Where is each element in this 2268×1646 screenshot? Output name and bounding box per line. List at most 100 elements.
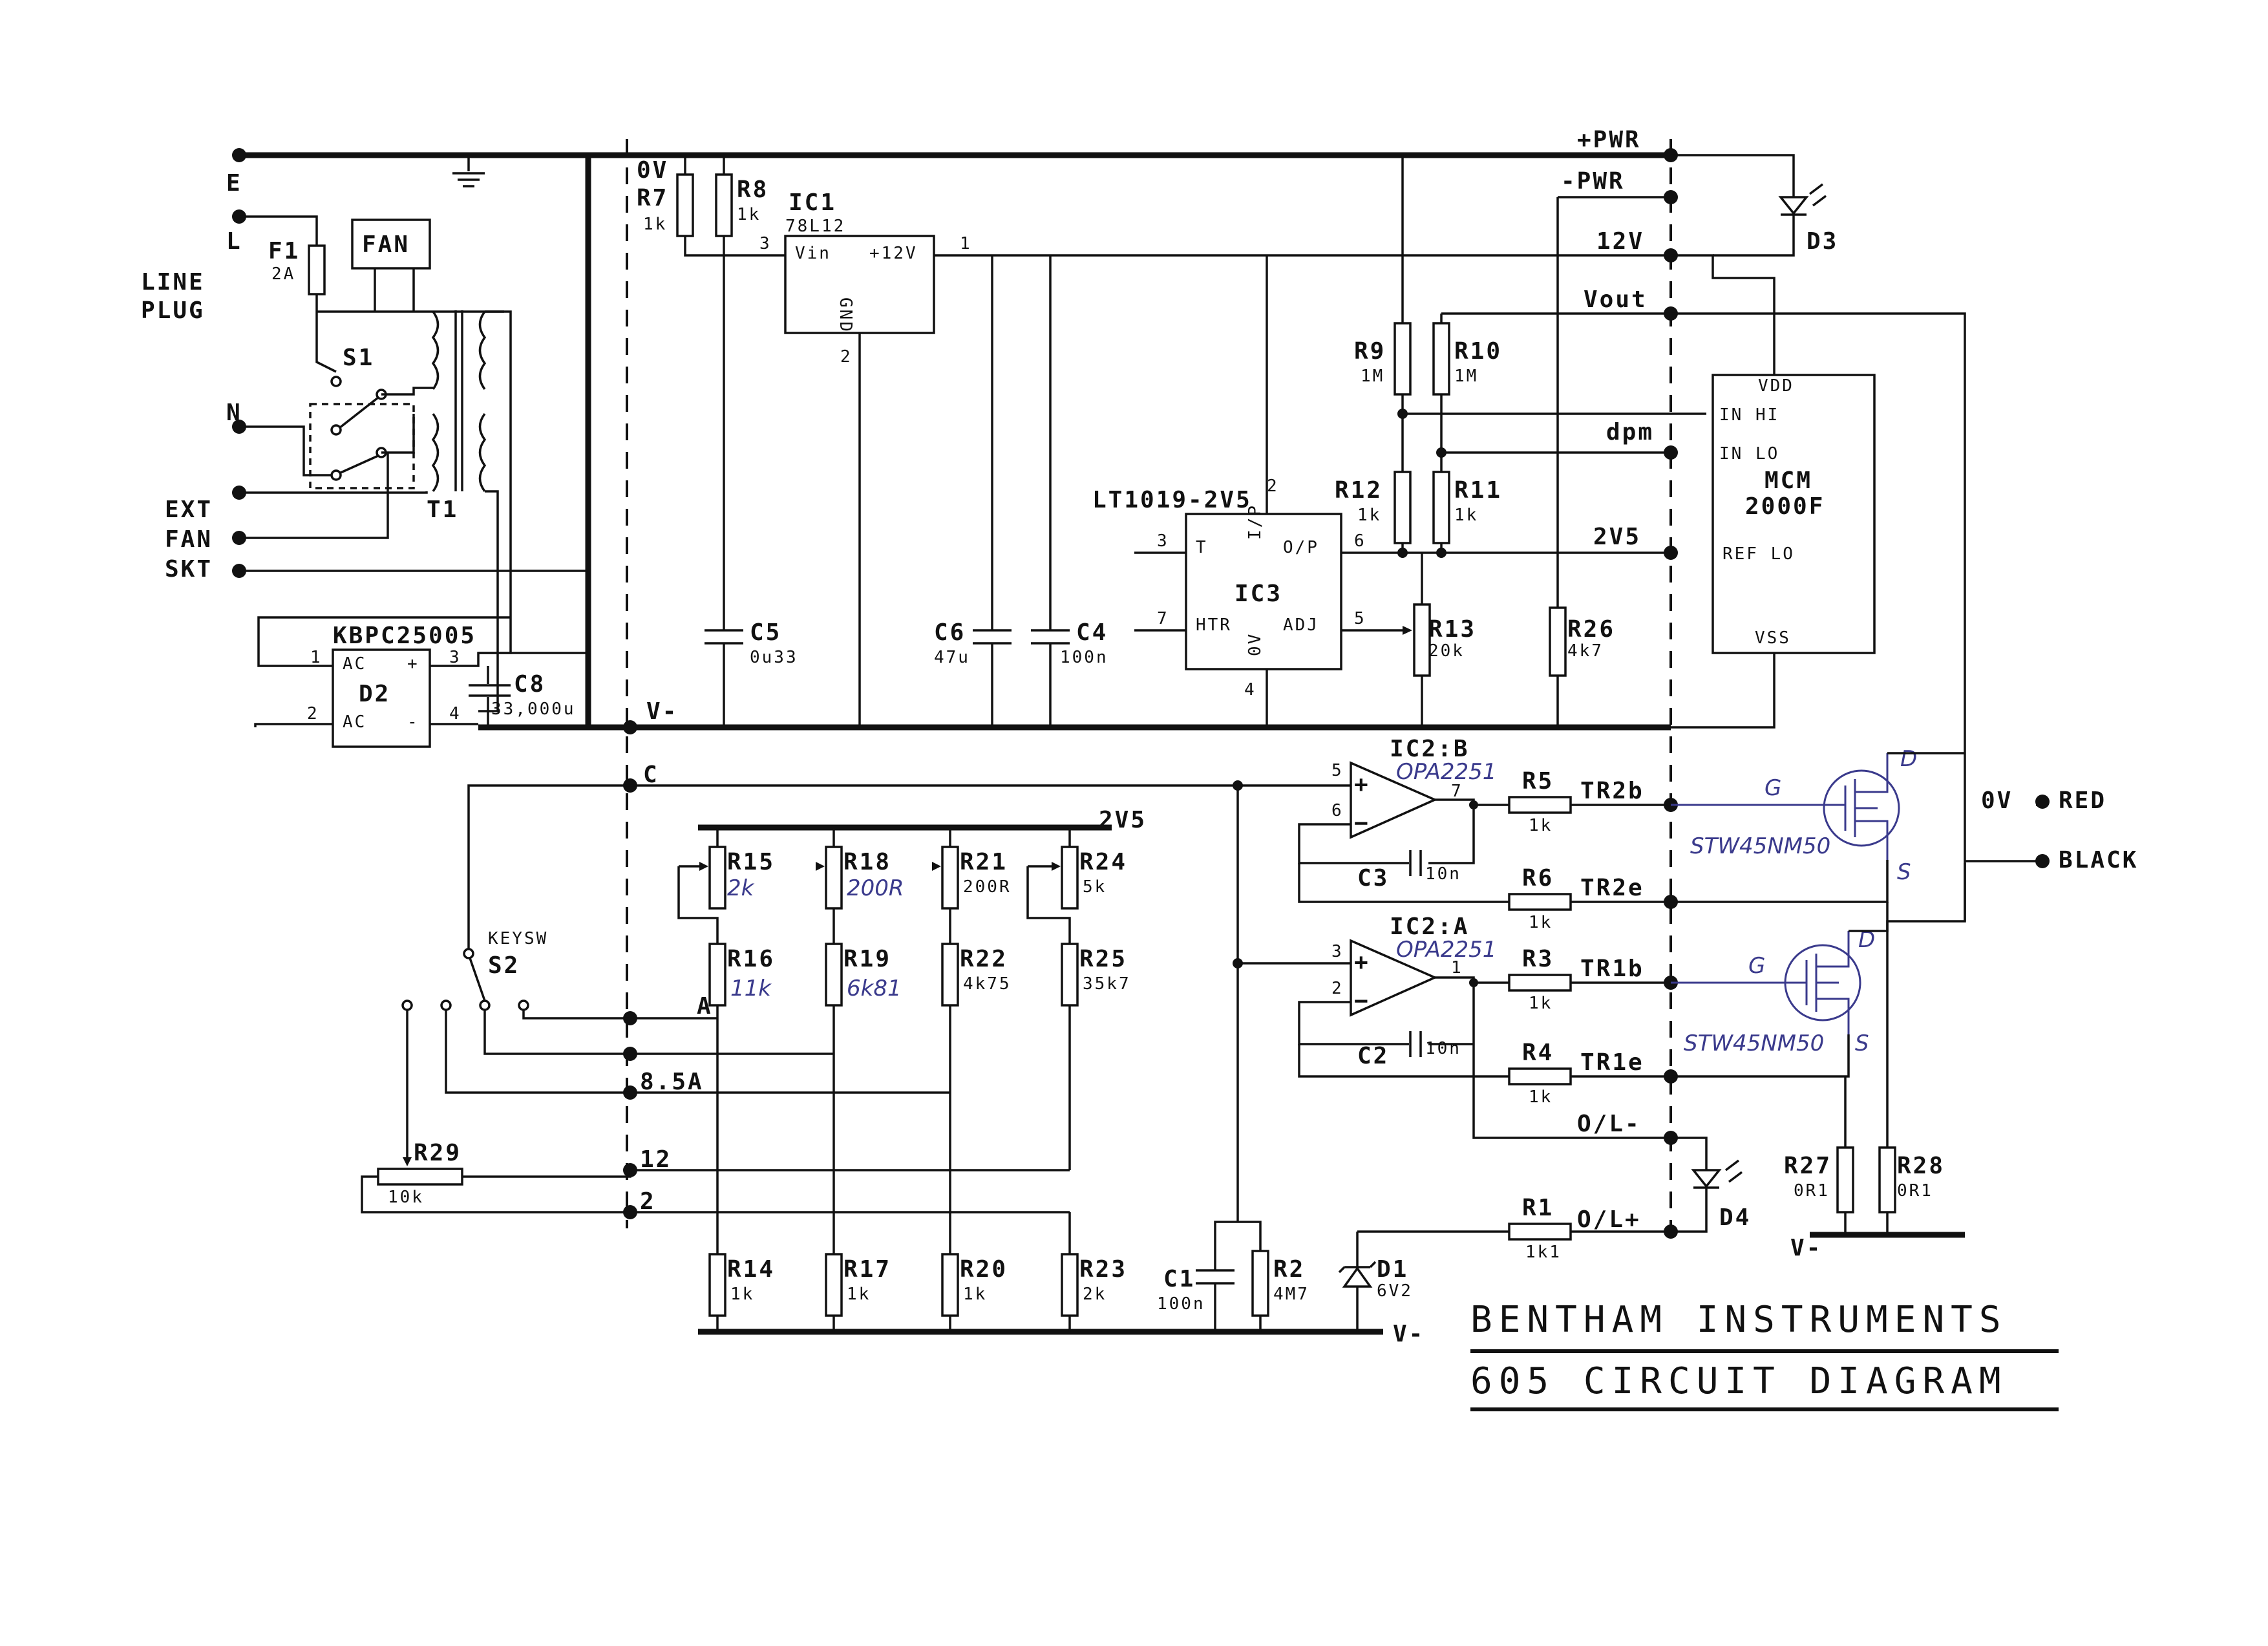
resistor-r9 <box>1394 322 1412 396</box>
svg-text:2k: 2k <box>727 875 755 901</box>
label-2v5-conn: 2V5 <box>1593 524 1641 550</box>
led-d4 <box>1691 1169 1722 1188</box>
svg-text:−: − <box>1354 810 1370 837</box>
label-a: A <box>697 993 713 1020</box>
potentiometer-r29 <box>377 1168 463 1186</box>
r11-name: R11 <box>1454 477 1502 504</box>
label-ol-plus: O/L+ <box>1577 1206 1641 1233</box>
label-v-minus-right: V- <box>1790 1235 1822 1261</box>
r13-value: 20k <box>1428 641 1465 661</box>
svg-text:C1: C1 <box>1163 1266 1195 1292</box>
svg-text:R29: R29 <box>414 1140 461 1166</box>
svg-text:4M7: 4M7 <box>1273 1285 1309 1304</box>
svg-text:R6: R6 <box>1522 865 1554 892</box>
svg-text:5: 5 <box>1354 609 1364 628</box>
label-skt: SKT <box>165 556 213 583</box>
key-switch-s2: KEYSW S2 <box>401 784 630 1157</box>
opamp-ic2a: IC2:A OPA2251 + − 3 2 1 C2 10n <box>1298 914 1671 1139</box>
svg-text:1k: 1k <box>847 1285 871 1304</box>
resistor-r17 <box>825 1253 843 1317</box>
label-tr1b: TR1b <box>1580 956 1644 982</box>
label-c: C <box>643 762 659 788</box>
resistor-r5 <box>1508 796 1572 814</box>
mosfet-top-part: STW45NM50 <box>1690 833 1830 859</box>
s2-keysw: KEYSW <box>488 929 548 948</box>
svg-text:1: 1 <box>1451 958 1461 978</box>
transformer-t1: T1 <box>427 310 487 523</box>
resistor-r2 <box>1251 1250 1269 1317</box>
svg-text:6k81: 6k81 <box>847 976 902 1001</box>
svg-text:R23: R23 <box>1079 1256 1127 1283</box>
mains-section: E L LINE PLUG N EXT FAN SKT F1 2A FAN S1 <box>141 148 588 712</box>
bridge-d2 <box>332 648 431 748</box>
svg-text:4: 4 <box>1244 680 1255 700</box>
r10-value: 1M <box>1454 367 1478 386</box>
svg-text:200R: 200R <box>847 875 904 901</box>
switch-s1 <box>338 396 379 429</box>
trimmer-r18 <box>825 846 843 910</box>
svg-text:6: 6 <box>1354 531 1364 551</box>
r12-name: R12 <box>1335 477 1383 504</box>
label-v-minus-bottom: V- <box>1393 1321 1425 1347</box>
svg-text:11k: 11k <box>730 976 772 1001</box>
mosfet-bottom-part: STW45NM50 <box>1684 1031 1824 1056</box>
title-line-1: BENTHAM INSTRUMENTS <box>1470 1299 2008 1341</box>
r8-value: 1k <box>737 205 761 224</box>
label-tr2b: TR2b <box>1580 778 1644 804</box>
svg-text:R4: R4 <box>1522 1040 1554 1066</box>
resistor-r11 <box>1432 471 1450 544</box>
svg-text:R25: R25 <box>1079 946 1127 972</box>
svg-text:IC2:A: IC2:A <box>1390 914 1469 940</box>
svg-text:3: 3 <box>1157 531 1167 551</box>
c8-name: C8 <box>514 671 546 698</box>
r12-value: 1k <box>1357 506 1381 525</box>
svg-text:R15: R15 <box>727 849 775 875</box>
svg-text:6V2: 6V2 <box>1377 1281 1413 1301</box>
svg-text:35k7: 35k7 <box>1083 974 1131 994</box>
resistor-r23 <box>1061 1253 1079 1317</box>
svg-text:R27: R27 <box>1784 1153 1832 1179</box>
svg-text:MCM: MCM <box>1765 467 1812 494</box>
svg-text:6: 6 <box>1331 801 1342 820</box>
svg-text:100n: 100n <box>1157 1294 1205 1314</box>
bridge-plus: + <box>407 654 419 674</box>
label-v-minus: V- <box>646 698 678 725</box>
resistor-r25 <box>1061 943 1079 1007</box>
terminal-e <box>232 148 246 162</box>
label-plug: PLUG <box>141 297 205 324</box>
c4-value: 100n <box>1060 648 1108 667</box>
r9-name: R9 <box>1354 338 1386 365</box>
label-fan-out: FAN <box>165 526 213 553</box>
s2-name: S2 <box>488 952 520 979</box>
svg-text:R20: R20 <box>960 1256 1008 1283</box>
bridge-name: D2 <box>359 681 390 707</box>
resistor-r10 <box>1432 322 1450 396</box>
svg-text:C2: C2 <box>1357 1043 1389 1069</box>
label-tr1e: TR1e <box>1580 1049 1644 1076</box>
resistor-r27 <box>1836 1146 1854 1213</box>
svg-text:T: T <box>1196 538 1208 557</box>
svg-text:O/P: O/P <box>1283 538 1319 557</box>
resistor-r12 <box>1394 471 1412 544</box>
svg-text:R14: R14 <box>727 1256 775 1283</box>
resistor-r14 <box>708 1253 726 1317</box>
label-2v5-bus: 2V5 <box>1099 807 1147 833</box>
opamp-ic2b: IC2:B OPA2251 + − 5 6 7 C3 10n <box>1298 736 1509 892</box>
ic1-vout: +12V <box>869 244 918 263</box>
svg-text:+: + <box>1354 771 1370 798</box>
label-ol-minus: O/L- <box>1577 1111 1641 1137</box>
label-line: LINE <box>141 269 205 295</box>
svg-text:7: 7 <box>1157 609 1167 628</box>
svg-text:I/P: I/P <box>1245 504 1265 540</box>
label-ext: EXT <box>165 497 213 523</box>
svg-text:5k: 5k <box>1083 877 1107 897</box>
svg-text:C3: C3 <box>1357 865 1389 892</box>
svg-text:ADJ: ADJ <box>1283 615 1319 635</box>
svg-text:D1: D1 <box>1377 1256 1408 1283</box>
ic3-part: LT1019-2V5 <box>1092 487 1252 513</box>
c6-value: 47u <box>934 648 970 667</box>
resistor-r16 <box>708 943 726 1007</box>
resistor-r20 <box>941 1253 959 1317</box>
resistor-r19 <box>825 943 843 1007</box>
c5-value: 0u33 <box>750 648 798 667</box>
